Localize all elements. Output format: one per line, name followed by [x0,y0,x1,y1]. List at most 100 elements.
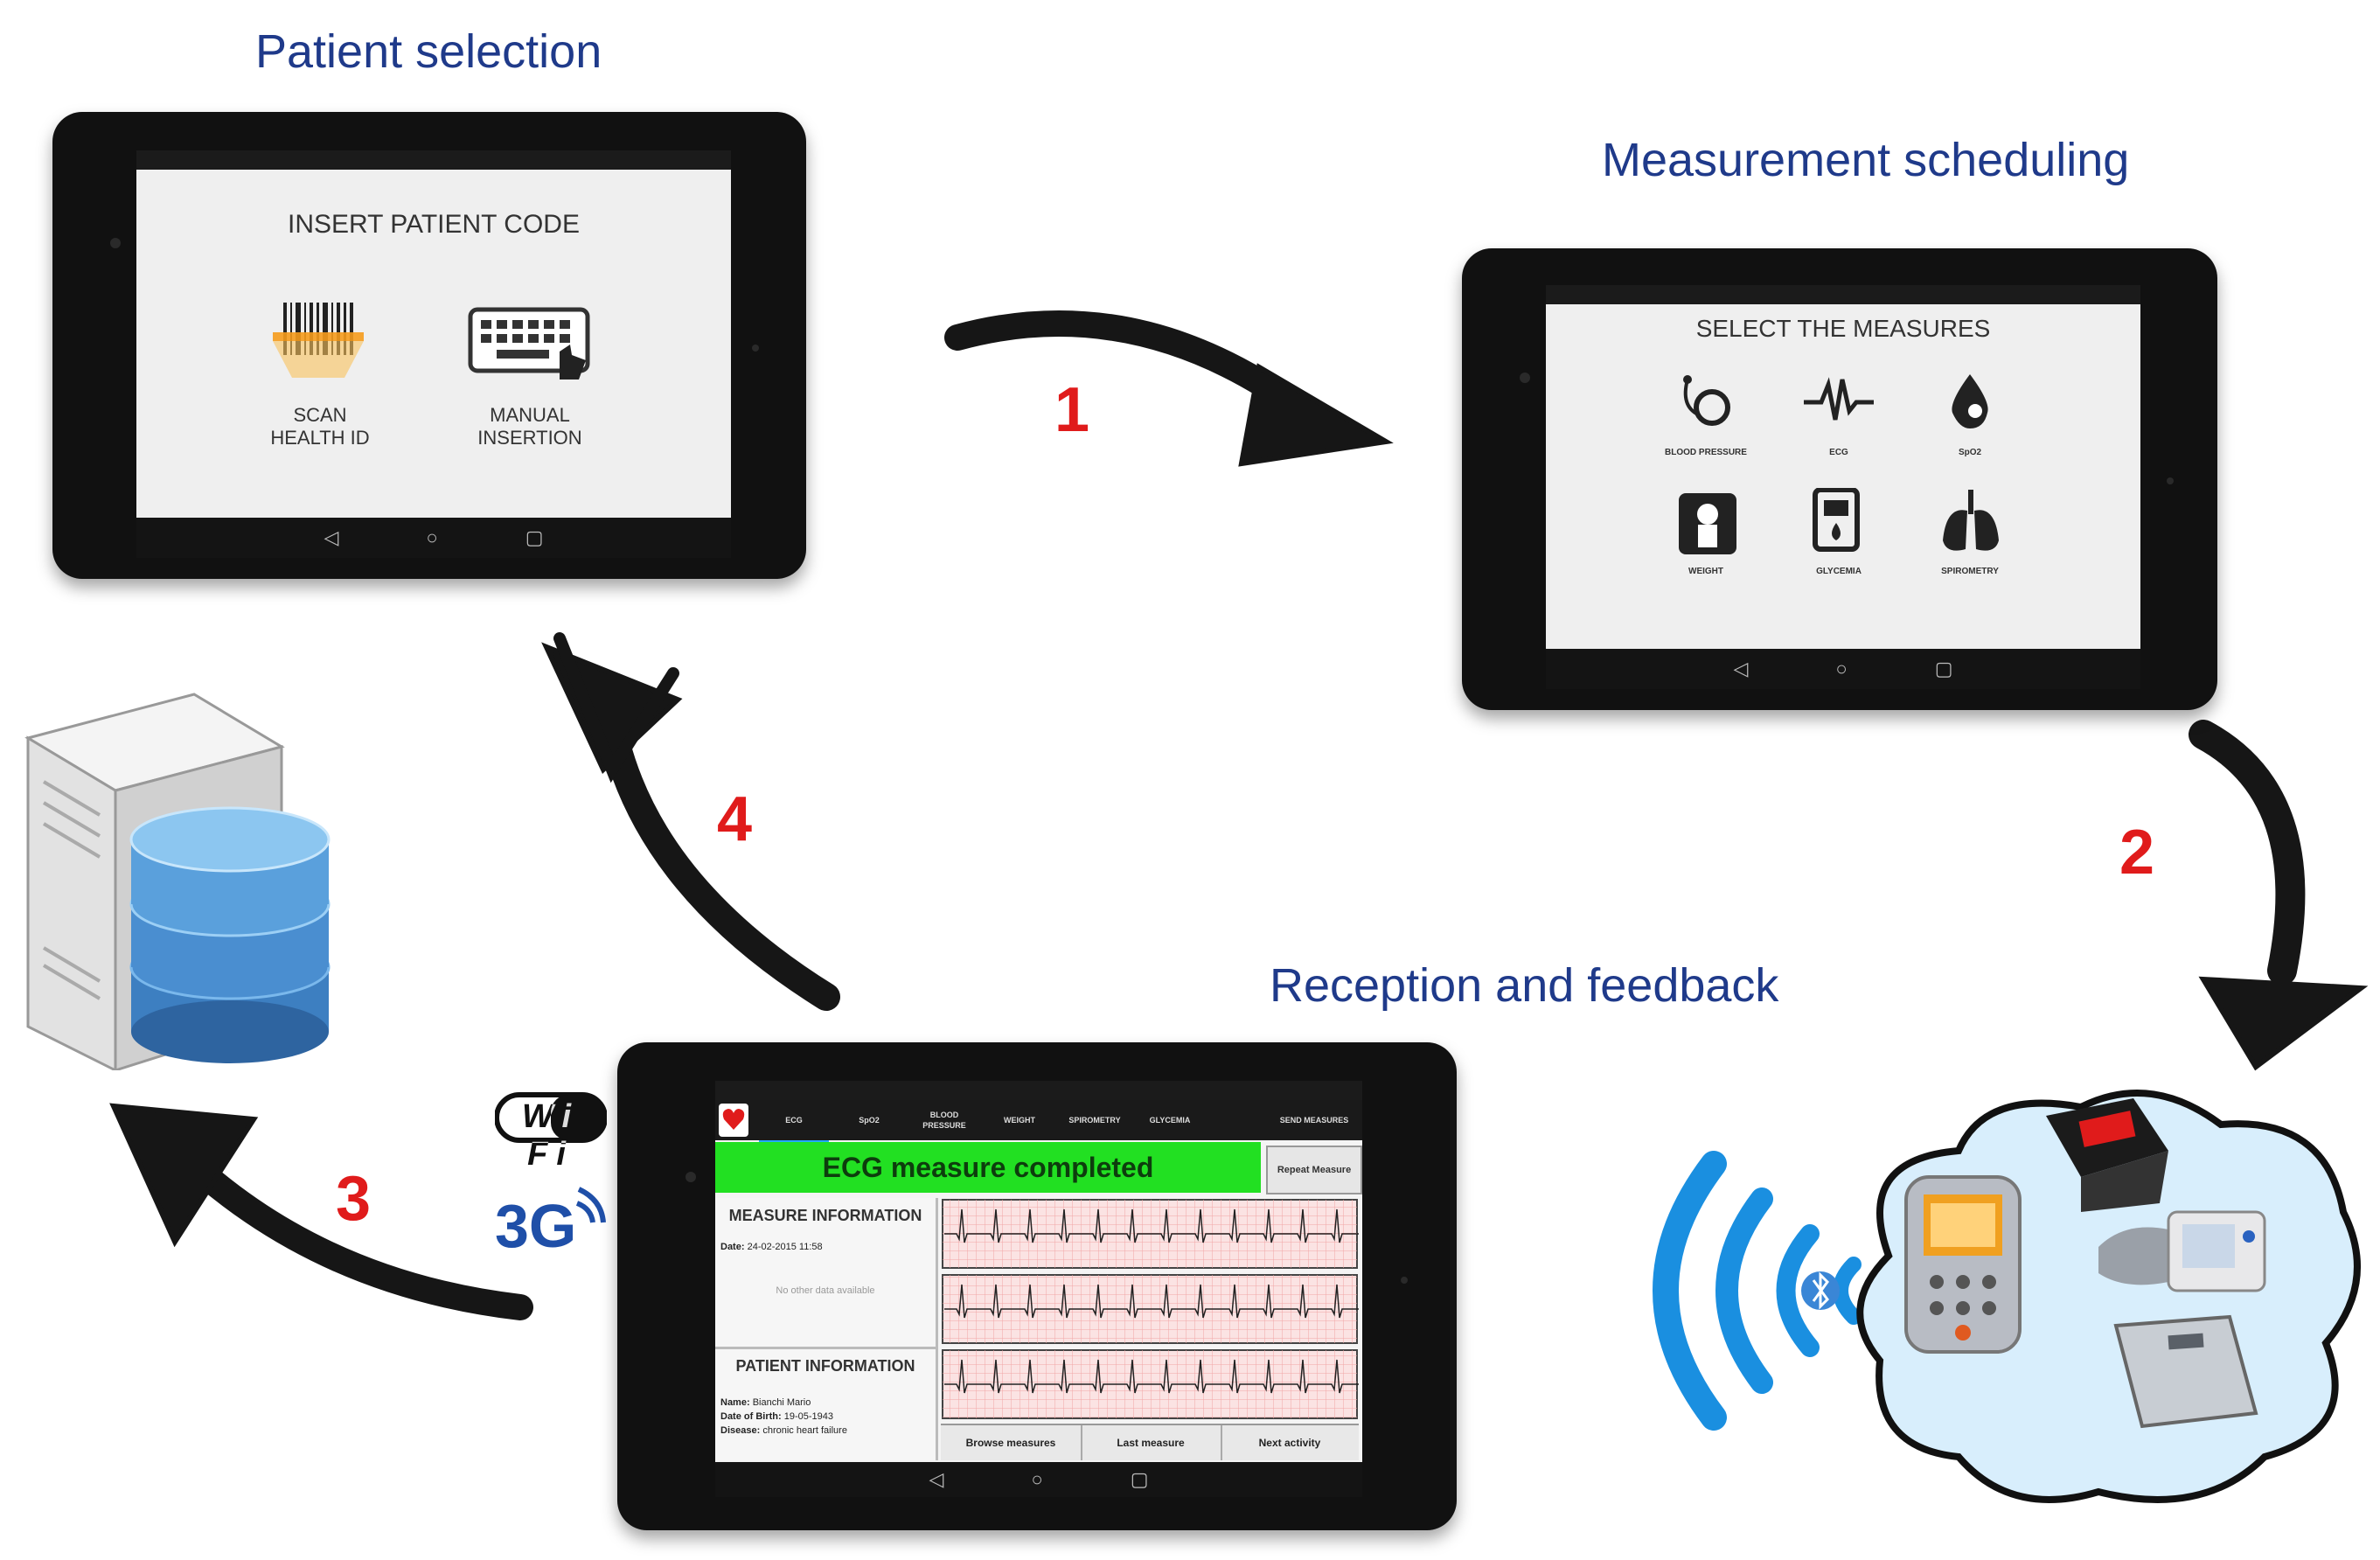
ecg-completed-banner: ECG measure completed [715,1142,1261,1193]
recent-apps-icon[interactable]: ▢ [1130,1468,1149,1490]
ecg-device [1904,1175,2022,1354]
recent-apps-icon[interactable]: ▢ [1934,658,1953,679]
manual-label-line1: MANUAL [490,404,570,426]
sensor [1401,1277,1408,1284]
keyboard-icon[interactable] [467,306,598,385]
camera [110,238,121,248]
status-bar [715,1081,1362,1100]
patient-info-title: PATIENT INFORMATION [735,1357,915,1375]
measure-tabs: ECG SpO2 BLOOD PRESSURE WEIGHT SPIROMETR… [715,1100,1362,1144]
browse-measures-button[interactable]: Browse measures [941,1425,1082,1460]
measure-date: Date: 24-02-2015 11:58 [720,1242,823,1252]
back-icon[interactable]: ◁ [324,526,339,548]
recent-apps-icon[interactable]: ▢ [525,526,544,548]
wifi-logo: Wi Fi [494,1090,608,1173]
dob-value: 19-05-1943 [783,1411,834,1422]
bluetooth-icon [1801,1271,1840,1310]
tablet-patient-selection: INSERT PATIENT CODE SCAN HEALTH ID [52,112,806,579]
camera [1520,373,1530,383]
manual-label-line2: INSERTION [477,427,582,449]
arrow-number-2: 2 [2119,818,2155,888]
repeat-measure-button[interactable]: Repeat Measure [1266,1146,1362,1194]
android-nav-bar: ◁ ○ ▢ [136,518,731,558]
android-nav-bar: ◁ ○ ▢ [1546,649,2140,689]
3g-text: 3G [495,1192,577,1260]
home-icon[interactable]: ○ [1031,1468,1043,1490]
sensor [2167,477,2174,484]
title-reception-feedback: Reception and feedback [1270,959,1779,1012]
ecg-waveform-1 [944,1208,1359,1243]
measure-label-glycemia: GLYCEMIA [1816,567,1862,576]
app-logo [719,1104,748,1137]
android-nav-bar: ◁ ○ ▢ [715,1462,1362,1497]
tablet-measurement-scheduling: SELECT THE MEASURES BLOOD PRESSURE ECG S… [1462,248,2217,710]
weight-icon[interactable] [1677,491,1738,556]
sensor [752,345,759,352]
tab-ecg[interactable]: ECG [759,1100,829,1144]
wireless-waves-icon [1653,1151,1862,1431]
scan-label-line1: SCAN [293,404,347,426]
camera [685,1172,696,1182]
status-bar [136,150,731,170]
screen-measurement-scheduling: SELECT THE MEASURES BLOOD PRESSURE ECG S… [1546,285,2140,689]
title-patient-selection: Patient selection [255,25,602,78]
info-panel: MEASURE INFORMATION Date: 24-02-2015 11:… [715,1198,938,1460]
home-icon[interactable]: ○ [426,526,438,548]
date-value: 24-02-2015 11:58 [747,1242,823,1252]
tablet-reception-feedback: ECG SpO2 BLOOD PRESSURE WEIGHT SPIROMETR… [617,1042,1457,1530]
arrow-1-head [1238,363,1394,467]
arrow-3 [188,1159,533,1320]
date-label: Date: [720,1242,745,1252]
tab-glycemia[interactable]: GLYCEMIA [1149,1116,1191,1125]
status-bar [1546,285,2140,304]
arrow-3-head [109,1103,259,1248]
arrow-number-4: 4 [717,784,753,854]
bottom-button-row: Browse measures Last measure Next activi… [941,1424,1359,1460]
measure-label-spirometry: SPIROMETRY [1941,567,1999,576]
manual-insertion-label[interactable]: MANUAL INSERTION [451,404,609,449]
home-icon[interactable]: ○ [1835,658,1848,679]
insert-patient-code-title: INSERT PATIENT CODE [288,210,580,239]
back-icon[interactable]: ◁ [929,1468,944,1490]
tab-weight[interactable]: WEIGHT [1004,1116,1035,1125]
disease-value: chronic heart failure [762,1425,847,1436]
patient-disease-row: Disease: chronic heart failure [720,1424,847,1438]
tab-spo2[interactable]: SpO2 [859,1116,880,1125]
disease-label: Disease: [720,1425,761,1436]
scan-health-id-label[interactable]: SCAN HEALTH ID [241,404,399,449]
blood-pressure-icon[interactable] [1677,371,1738,432]
blood-pressure-device [2098,1210,2266,1292]
devices-cloud [1653,1090,2361,1503]
name-label: Name: [720,1397,750,1408]
name-value: Bianchi Mario [752,1397,811,1408]
tab-send-measures[interactable]: SEND MEASURES [1279,1116,1349,1125]
next-activity-button[interactable]: Next activity [1258,1437,1321,1449]
back-icon[interactable]: ◁ [1733,658,1749,679]
ecg-icon[interactable] [1804,376,1874,428]
3g-logo: 3G [495,1172,617,1260]
tab-spirometry[interactable]: SPIROMETRY [1068,1116,1121,1125]
spirometry-icon[interactable] [1938,488,2004,558]
last-measure-button[interactable]: Last measure [1081,1425,1222,1460]
title-measurement-scheduling: Measurement scheduling [1602,134,2130,186]
database-server-icon [24,693,331,1070]
pulse-oximeter-device [2046,1098,2168,1212]
spo2-icon[interactable] [1944,371,1996,432]
arrow-2-head [2198,976,2369,1071]
patient-details: Name: Bianchi Mario Date of Birth: 19-05… [720,1396,847,1438]
no-data-text: No other data available [776,1285,875,1296]
ecg-waveform-3 [944,1359,1359,1394]
ecg-traces [942,1199,1359,1419]
patient-name-row: Name: Bianchi Mario [720,1396,847,1410]
screen-patient-selection: INSERT PATIENT CODE SCAN HEALTH ID [136,150,731,558]
barcode-scan-icon[interactable] [266,297,371,381]
glycemia-icon[interactable] [1810,488,1862,558]
ecg-waveform-2 [944,1284,1359,1319]
arrow-number-1: 1 [1054,375,1090,445]
arrow-number-3: 3 [336,1164,372,1234]
tab-blood-pressure[interactable]: BLOOD PRESSURE [922,1111,966,1130]
arrow-4 [594,686,840,1011]
divider [715,1347,936,1349]
measure-label-weight: WEIGHT [1688,567,1723,576]
